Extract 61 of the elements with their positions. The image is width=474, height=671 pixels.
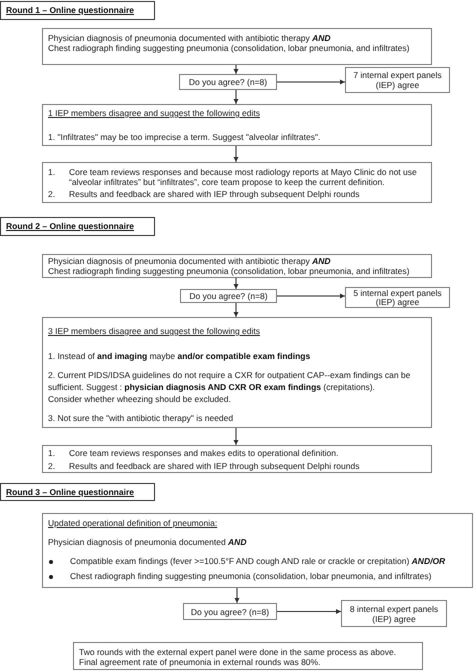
outcome-box <box>345 67 450 93</box>
arrow <box>234 588 240 604</box>
outcome-box <box>345 287 450 308</box>
definition-text: Physician diagnosis of pneumonia documented with antibiotic therapy AND <box>48 256 332 266</box>
arrow <box>276 609 342 614</box>
process-box <box>42 254 432 278</box>
list-item-text: Core team reviews responses and makes edits to operational definition. <box>69 447 340 459</box>
outcome-text: 5 internal expert panels (IEP) agree <box>352 288 443 306</box>
question-text: Do you agree? (n=8) <box>189 291 268 301</box>
definition-text: Physician diagnosis of pneumonia documented with antibiotic therapy AND <box>48 33 332 43</box>
definition-text: Physician diagnosis of pneumonia documented AND <box>48 537 248 548</box>
arrow <box>234 90 238 104</box>
definition-text: Compatible exam findings (fever >=100.5°F AND cough AND rale or crackle or crepitation) AND/OR <box>70 556 446 567</box>
section-header-box <box>0 1 155 20</box>
question-box <box>179 74 277 90</box>
definition-text: Chest radiograph finding suggesting pneumonia (consolidation, lobar pneumonia, and infiltrates) <box>48 43 410 53</box>
arrow <box>234 302 238 318</box>
action-box <box>42 445 432 473</box>
notes-box <box>42 317 432 428</box>
question-text: Do you agree? (n=8) <box>190 606 270 616</box>
section-header-box <box>0 483 155 501</box>
list-number: 1. <box>48 167 56 179</box>
outcome-box <box>341 600 447 627</box>
action-box <box>42 162 432 203</box>
outcome-text: 8 internal expert panels (IEP) agree <box>348 604 440 624</box>
arrow <box>234 278 238 290</box>
list-number: 1. <box>48 447 56 459</box>
list-item-text: Core team reviews responses and because most radiology reports at Mayo Clinic do not use “alveolar infiltrates” but “infiltrates”, core team propose to keep the current definition. <box>69 167 418 187</box>
definition-text: Chest radiograph finding suggesting pneumonia (consolidation, lobar pneumonia, and infiltrates) <box>70 571 432 582</box>
section-heading: Round 1 – Online questionnaire <box>6 5 135 15</box>
definition-box <box>42 513 473 588</box>
arrow <box>276 80 346 84</box>
question-box <box>183 603 277 620</box>
question-text: Do you agree? (n=8) <box>188 77 268 87</box>
section-heading: Round 3 – Online questionnaire <box>6 487 135 497</box>
suggestion-text: Consider whether wheezing should be excluded. <box>48 393 232 405</box>
section-header-box <box>0 217 155 236</box>
arrow <box>234 64 238 74</box>
arrow <box>276 294 346 298</box>
summary-text: Final agreement rate of pneumonia in external rounds was 80%. <box>79 657 322 667</box>
process-box <box>42 28 432 65</box>
question-box <box>180 289 277 303</box>
summary-text: Two rounds with the external expert panel were done in the same process as above. <box>79 647 398 657</box>
suggestion-text: 2. Current PIDS/IDSA guidelines do not require a CXR for outpatient CAP--exam findings can be sufficient. Suggest : physician diagnosis AND CXR OR exam findings (crepitations). <box>48 369 412 393</box>
list-number: 2. <box>48 189 56 199</box>
notes-heading: 1 IEP members disagree and suggest the following edits <box>48 108 261 118</box>
notes-heading: 3 IEP members disagree and suggest the following edits <box>48 325 261 337</box>
suggestion-text: 1. "Infiltrates" may be too imprecise a term. Suggest "alveolar infiltrates". <box>48 132 322 142</box>
notes-box <box>42 104 432 146</box>
suggestion-text: 3. Not sure the "with antibiotic therapy" is needed <box>48 412 234 424</box>
suggestion-text: 1. Instead of and imaging maybe and/or compatible exam findings <box>48 350 312 362</box>
outcome-text: 7 internal expert panels (IEP) agree <box>352 70 443 90</box>
section-heading: Round 2 – Online questionnaire <box>6 221 135 231</box>
definition-text: Chest radiograph finding suggesting pneumonia (consolidation, lobar pneumonia, and infiltrates) <box>48 266 410 276</box>
arrow <box>234 428 238 446</box>
list-item-text: Results and feedback are shared with IEP through subsequent Delphi rounds <box>69 189 360 199</box>
list-number: 2. <box>48 460 56 472</box>
arrow <box>234 146 238 162</box>
list-item-text: Results and feedback are shared with IEP through subsequent Delphi rounds <box>69 460 360 472</box>
definition-heading: Updated operational definition of pneumonia: <box>48 518 218 529</box>
summary-box <box>73 642 423 670</box>
